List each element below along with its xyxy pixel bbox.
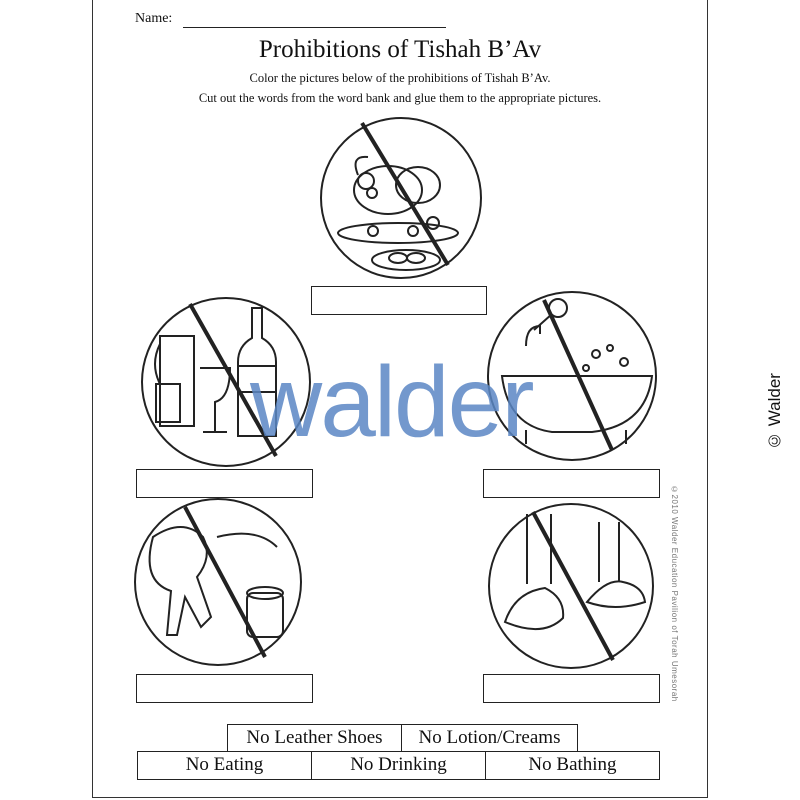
copyright-note: ©2010 Walder Education Pavilion of Torah…	[670, 485, 679, 702]
name-label: Name:	[135, 11, 173, 26]
answer-box-lotion[interactable]	[136, 674, 313, 703]
word-card-lotion[interactable]: No Lotion/Creams	[401, 724, 578, 752]
name-field-line[interactable]	[183, 27, 446, 28]
page-title: Prohibitions of Tishah B’Av	[258, 36, 542, 63]
walder-side-watermark: © Walder	[765, 373, 784, 450]
answer-box-drinks[interactable]	[136, 469, 313, 498]
bath-prohibited-picture	[487, 291, 657, 461]
answer-box-food[interactable]	[311, 286, 487, 315]
worksheet-page	[92, 0, 708, 798]
lotion-prohibited-picture	[134, 498, 302, 666]
drinks-prohibited-picture	[141, 297, 311, 467]
instruction-line-2: Cut out the words from the word bank and…	[198, 91, 602, 105]
answer-box-bath[interactable]	[483, 469, 660, 498]
food-prohibited-picture	[320, 117, 482, 279]
answer-box-shoes[interactable]	[483, 674, 660, 703]
word-card-bathing[interactable]: No Bathing	[485, 751, 660, 780]
instruction-line-1: Color the pictures below of the prohibit…	[249, 71, 551, 85]
walder-watermark: walder	[250, 346, 535, 458]
word-card-drinking[interactable]: No Drinking	[311, 751, 486, 780]
word-card-leather-shoes[interactable]: No Leather Shoes	[227, 724, 402, 752]
leather-shoes-prohibited-picture	[488, 503, 654, 669]
word-card-eating[interactable]: No Eating	[137, 751, 312, 780]
